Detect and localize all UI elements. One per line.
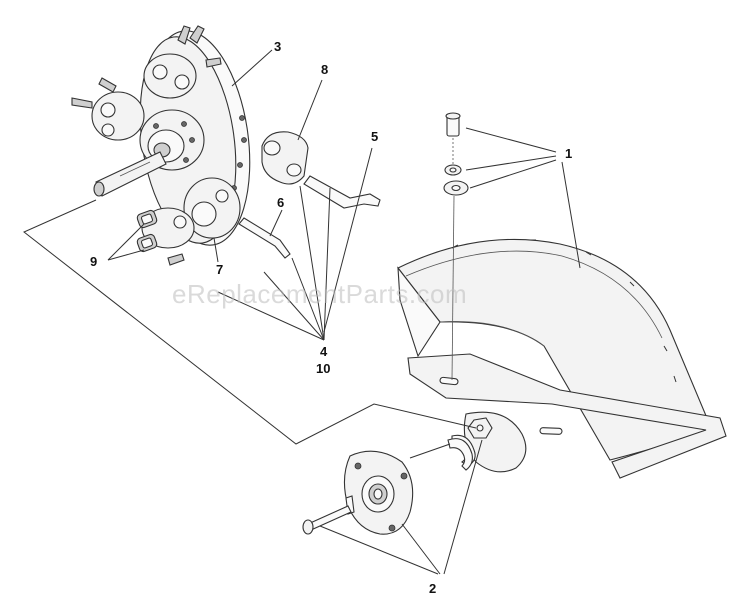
callout-10: 10 bbox=[316, 361, 330, 376]
grease-fitting-lower bbox=[136, 233, 158, 253]
rotor-disc-assembly bbox=[71, 25, 251, 266]
callout-4: 4 bbox=[320, 344, 328, 359]
chute-housing bbox=[397, 238, 727, 479]
callout-1: 1 bbox=[565, 146, 572, 161]
bolt-washer-set bbox=[443, 112, 469, 381]
watermark: eReplacementParts.com bbox=[172, 279, 467, 309]
callout-8: 8 bbox=[321, 62, 328, 77]
callout-6: 6 bbox=[277, 195, 284, 210]
bearing-flange bbox=[343, 450, 414, 535]
callout-2: 2 bbox=[429, 581, 436, 596]
bent-pin-6 bbox=[238, 217, 291, 259]
callout-3: 3 bbox=[274, 39, 281, 54]
curved-spacer bbox=[447, 438, 473, 471]
carriage-bolt bbox=[302, 505, 352, 535]
callout-5: 5 bbox=[371, 129, 378, 144]
hex-nut bbox=[467, 417, 493, 439]
clamp-block bbox=[261, 131, 309, 185]
callout-7: 7 bbox=[216, 262, 223, 277]
leader-lines bbox=[23, 49, 581, 575]
grease-fitting-upper bbox=[136, 209, 158, 229]
callout-9: 9 bbox=[90, 254, 97, 269]
bent-pin-5 bbox=[303, 175, 381, 209]
